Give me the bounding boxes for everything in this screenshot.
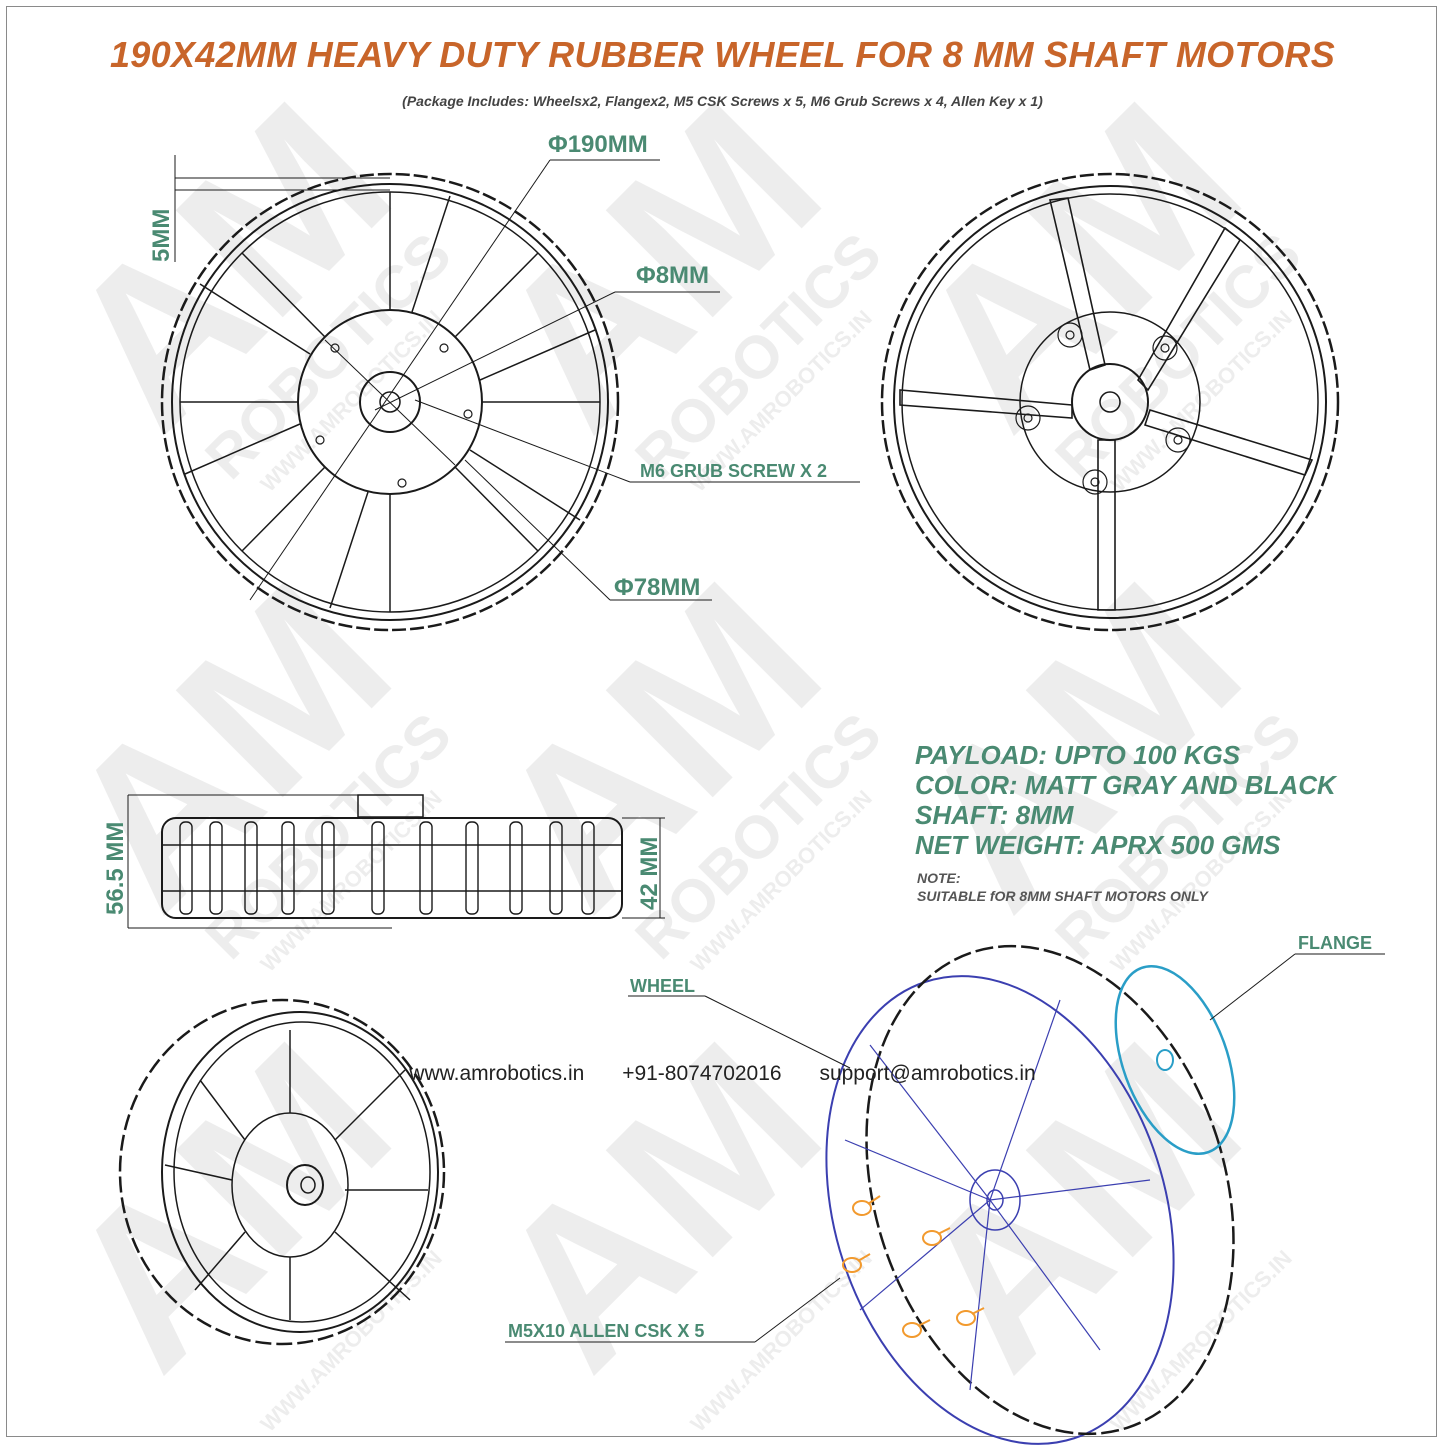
footer-website[interactable]: www.amrobotics.in: [409, 1062, 585, 1085]
spec-payload: PAYLOAD: UPTO 100 KGS: [915, 740, 1241, 770]
watermark-logo: AM: [19, 997, 435, 1413]
flange: [1114, 964, 1236, 1156]
iso-spokes: [164, 1030, 428, 1320]
wheel-bore: [986, 1189, 1004, 1211]
note-heading: NOTE:: [917, 870, 961, 886]
rim-outer: [171, 183, 609, 621]
dim-wheel-width: 42 MM: [636, 836, 663, 910]
rear-bosses: [1015, 322, 1191, 495]
screws: [842, 1195, 985, 1338]
spec-shaft: SHAFT: 8MM: [915, 800, 1074, 830]
callout-flange: FLANGE: [1298, 933, 1372, 953]
page-frame: [6, 6, 1437, 1437]
iso-bore: [300, 1176, 316, 1194]
spokes: [180, 192, 600, 612]
front-view-wheel: [160, 172, 620, 632]
shaft-bore: [379, 391, 401, 413]
rim-outer: [893, 185, 1327, 619]
spec-weight: NET WEIGHT: APRX 500 GMS: [915, 830, 1281, 860]
wheel-face: [825, 975, 1175, 1445]
footer-email[interactable]: support@amrobotics.in: [819, 1062, 1036, 1085]
rear-view-wheel: [880, 172, 1340, 632]
tread-outer: [160, 172, 620, 632]
footer-phone[interactable]: +91-8074702016: [622, 1062, 782, 1085]
package-contents: (Package Includes: Wheelsx2, Flangex2, M…: [402, 93, 1043, 109]
watermark-logo: AM: [449, 997, 865, 1413]
isometric-wheel-left: [118, 998, 446, 1346]
hub-bore: [1099, 391, 1121, 413]
page-title: 190X42MM HEAVY DUTY RUBBER WHEEL FOR 8 M…: [109, 34, 1336, 75]
note-text: SUITABLE fOR 8MM SHAFT MOTORS ONLY: [917, 888, 1208, 904]
callout-screws: M5X10 ALLEN CSK X 5: [508, 1321, 705, 1341]
hub-ring: [1019, 311, 1201, 493]
callout-wheel: WHEEL: [630, 976, 695, 996]
note-block: NOTE: SUITABLE fOR 8MM SHAFT MOTORS ONLY: [917, 869, 1208, 905]
dim-shaft-diameter: Φ8MM: [636, 262, 710, 289]
exploded-wheel: [825, 944, 1236, 1445]
exploded-leaders: [505, 953, 1385, 1343]
wheel-tread: [865, 944, 1235, 1436]
hub-holes: [315, 343, 473, 488]
rear-spokes: [899, 197, 1314, 611]
side-body: [161, 817, 623, 919]
iso-rim-inner: [173, 1021, 431, 1323]
dim-tread-depth: 5MM: [148, 208, 175, 262]
iso-rim: [161, 1011, 439, 1333]
flange-bore: [1156, 1049, 1174, 1071]
spec-list: PAYLOAD: UPTO 100 KGS COLOR: MATT GRAY A…: [915, 740, 1336, 860]
watermark-logo: AM: [869, 997, 1285, 1413]
dim-hub-diameter: Φ78MM: [614, 574, 701, 601]
iso-boss: [286, 1164, 324, 1206]
footer: www.amrobotics.in +91-8074702016 support…: [0, 1062, 1445, 1086]
wheel-hub: [969, 1169, 1021, 1231]
spec-color: COLOR: MATT GRAY AND BLACK: [915, 770, 1336, 800]
side-view-dimensions: [127, 794, 665, 929]
front-view-dimensions: [174, 155, 860, 601]
iso-tread-outer: [118, 998, 446, 1346]
dim-overall-width: 56.5 MM: [102, 821, 129, 915]
side-treads: [179, 821, 595, 915]
dim-grub-screw: M6 GRUB SCREW X 2: [640, 461, 828, 481]
dim-outer-diameter: Φ190MM: [548, 131, 648, 158]
tread-outer: [880, 172, 1340, 632]
side-view-wheel: [161, 794, 623, 919]
